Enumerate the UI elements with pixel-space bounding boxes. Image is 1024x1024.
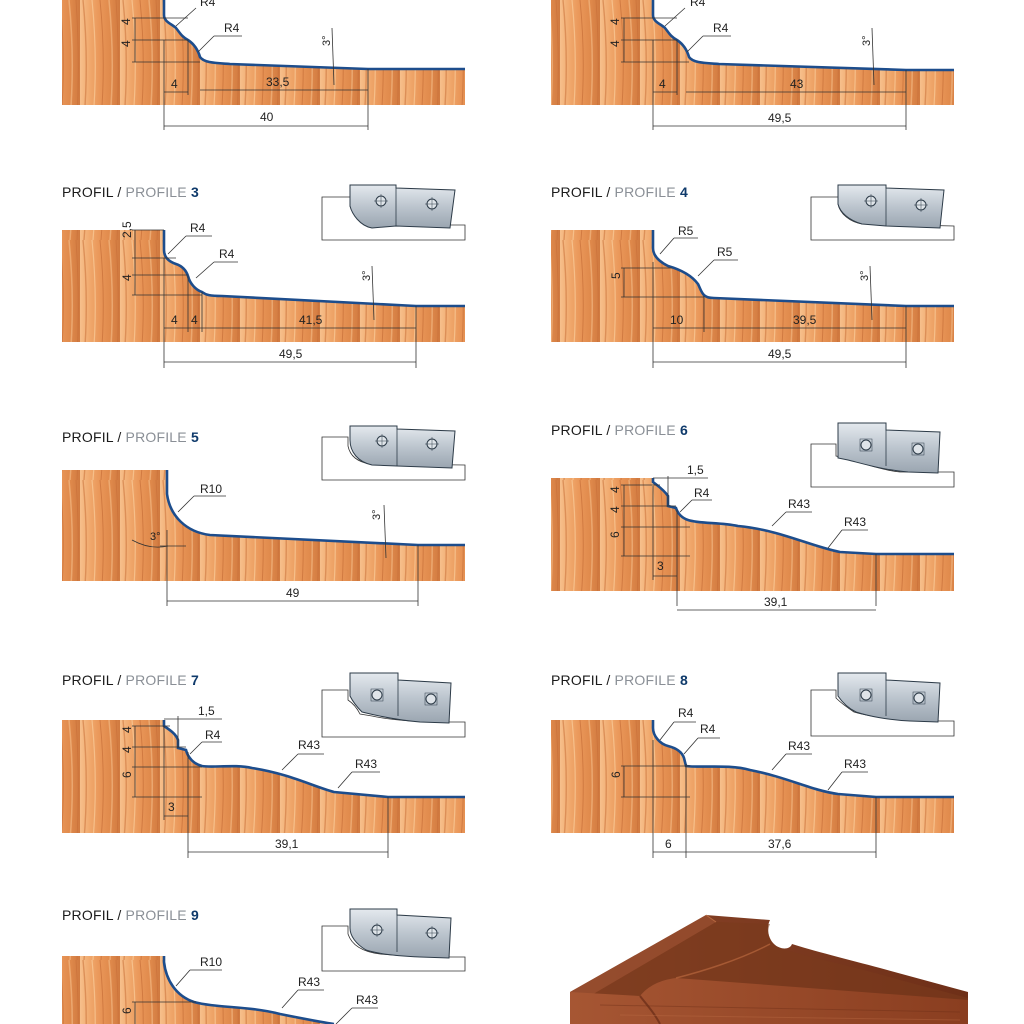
p6-radius-2: R43 bbox=[788, 497, 810, 511]
p4-dim-h3: 49,5 bbox=[768, 347, 792, 361]
p1-angle: 3° bbox=[321, 35, 333, 46]
p8-cutter-icon bbox=[810, 672, 955, 737]
p3-angle: 3° bbox=[361, 270, 373, 281]
p6-dim-h3: 39,1 bbox=[764, 595, 788, 609]
p8-radius-1: R4 bbox=[678, 706, 694, 720]
p4-dim-h1: 10 bbox=[670, 313, 684, 327]
p6-dim-h2: 3 bbox=[657, 559, 664, 573]
p6-dim-h1: 1,5 bbox=[687, 463, 704, 477]
p4-cutter-icon bbox=[810, 184, 955, 241]
p6-dim-v3: 6 bbox=[608, 531, 622, 538]
profile-6: 4 4 6 1,5 3 39,1 R4 R43 R43 bbox=[551, 422, 955, 611]
p1-dim-v2: 4 bbox=[119, 40, 133, 47]
p7-radius-2: R43 bbox=[298, 738, 320, 752]
p6-dim-v1: 4 bbox=[608, 486, 622, 493]
p7-dim-v3: 6 bbox=[120, 771, 134, 778]
p2-radius-1: R4 bbox=[690, 0, 706, 9]
p7-radius-3: R43 bbox=[355, 757, 377, 771]
p1-dim-h1: 4 bbox=[171, 77, 178, 91]
p7-dim-v2: 4 bbox=[120, 746, 134, 753]
p9-cutter-icon bbox=[321, 908, 466, 972]
profile-4-title: PROFIL / PROFILE 4 bbox=[551, 184, 688, 200]
profile-4: 5 10 39,5 49,5 R5 R5 3° bbox=[551, 184, 955, 368]
p3-radius-1: R4 bbox=[190, 221, 206, 235]
p3-cutter-icon bbox=[321, 184, 466, 241]
p5-cutter-icon bbox=[321, 425, 466, 481]
p3-dim-h3: 41,5 bbox=[299, 313, 323, 327]
p3-dim-v1: 2,5 bbox=[120, 221, 134, 238]
profile-6-title: PROFIL / PROFILE 6 bbox=[551, 422, 688, 438]
p8-dim-h1: 6 bbox=[665, 837, 672, 851]
p1-dim-h3: 40 bbox=[260, 110, 274, 124]
p2-dim-h1: 4 bbox=[659, 77, 666, 91]
p7-dim-h1: 1,5 bbox=[198, 704, 215, 718]
p2-radius-2: R4 bbox=[713, 21, 729, 35]
profile-1: 4 4 4 33,5 40 R4 R4 3° bbox=[62, 0, 465, 130]
p5-angle-left: 3° bbox=[150, 531, 161, 543]
p7-dim-h2: 3 bbox=[168, 800, 175, 814]
p9-radius-1: R10 bbox=[200, 955, 222, 969]
p9-dim-v1: 6 bbox=[120, 1007, 134, 1014]
p7-cutter-icon bbox=[321, 672, 466, 738]
p6-radius-1: R4 bbox=[694, 486, 710, 500]
profile-2: 4 4 4 43 49,5 R4 R4 3° bbox=[551, 0, 954, 130]
p9-radius-3: R43 bbox=[356, 993, 378, 1007]
p3-dim-v2: 4 bbox=[120, 274, 134, 281]
p3-dim-h4: 49,5 bbox=[279, 347, 303, 361]
p3-radius-2: R4 bbox=[219, 247, 235, 261]
p1-radius-2: R4 bbox=[224, 21, 240, 35]
profile-9-title: PROFIL / PROFILE 9 bbox=[62, 907, 199, 923]
p5-radius-1: R10 bbox=[200, 482, 222, 496]
p4-dim-v1: 5 bbox=[609, 272, 623, 279]
p4-radius-1: R5 bbox=[678, 224, 694, 238]
p9-radius-2: R43 bbox=[298, 975, 320, 989]
profile-7-title: PROFIL / PROFILE 7 bbox=[62, 672, 199, 688]
profile-3: 2,5 4 4 4 41,5 49,5 R4 R4 3° bbox=[62, 184, 466, 368]
profile-5: R10 49 3° 3° bbox=[62, 425, 466, 606]
p8-radius-3: R43 bbox=[788, 739, 810, 753]
rendered-panel-3d bbox=[570, 914, 968, 1024]
p2-dim-h3: 49,5 bbox=[768, 111, 792, 125]
p4-radius-2: R5 bbox=[717, 245, 733, 259]
p7-dim-v1: 4 bbox=[120, 726, 134, 733]
p2-dim-v2: 4 bbox=[608, 40, 622, 47]
p1-dim-v1: 4 bbox=[119, 18, 133, 25]
p3-dim-h2: 4 bbox=[191, 313, 198, 327]
profile-8: 6 6 37,6 R4 R4 R43 R43 bbox=[551, 672, 955, 858]
p7-dim-h3: 39,1 bbox=[275, 837, 299, 851]
p5-angle-right: 3° bbox=[371, 509, 383, 520]
p6-dim-v2: 4 bbox=[608, 506, 622, 513]
p8-radius-2: R4 bbox=[700, 722, 716, 736]
p5-dim-h1: 49 bbox=[286, 586, 300, 600]
p2-dim-v1: 4 bbox=[608, 18, 622, 25]
p2-dim-h2: 43 bbox=[790, 77, 804, 91]
p2-angle: 3° bbox=[861, 35, 873, 46]
profile-5-title: PROFIL / PROFILE 5 bbox=[62, 429, 199, 445]
p4-dim-h2: 39,5 bbox=[793, 313, 817, 327]
p7-radius-1: R4 bbox=[205, 728, 221, 742]
p1-radius-1: R4 bbox=[200, 0, 216, 9]
p1-dim-h2: 33,5 bbox=[266, 75, 290, 89]
profile-3-title: PROFIL / PROFILE 3 bbox=[62, 184, 199, 200]
profile-7: 4 4 6 1,5 3 39,1 R4 R43 R43 bbox=[62, 672, 466, 858]
p3-dim-h1: 4 bbox=[171, 313, 178, 327]
p8-dim-v1: 6 bbox=[609, 771, 623, 778]
p8-radius-4: R43 bbox=[844, 757, 866, 771]
profile-8-title: PROFIL / PROFILE 8 bbox=[551, 672, 688, 688]
p4-angle: 3° bbox=[859, 270, 871, 281]
p6-cutter-icon bbox=[810, 422, 955, 488]
profile-9: 6 R10 R43 R43 bbox=[62, 908, 466, 1024]
p8-dim-h2: 37,6 bbox=[768, 837, 792, 851]
p6-radius-3: R43 bbox=[844, 515, 866, 529]
